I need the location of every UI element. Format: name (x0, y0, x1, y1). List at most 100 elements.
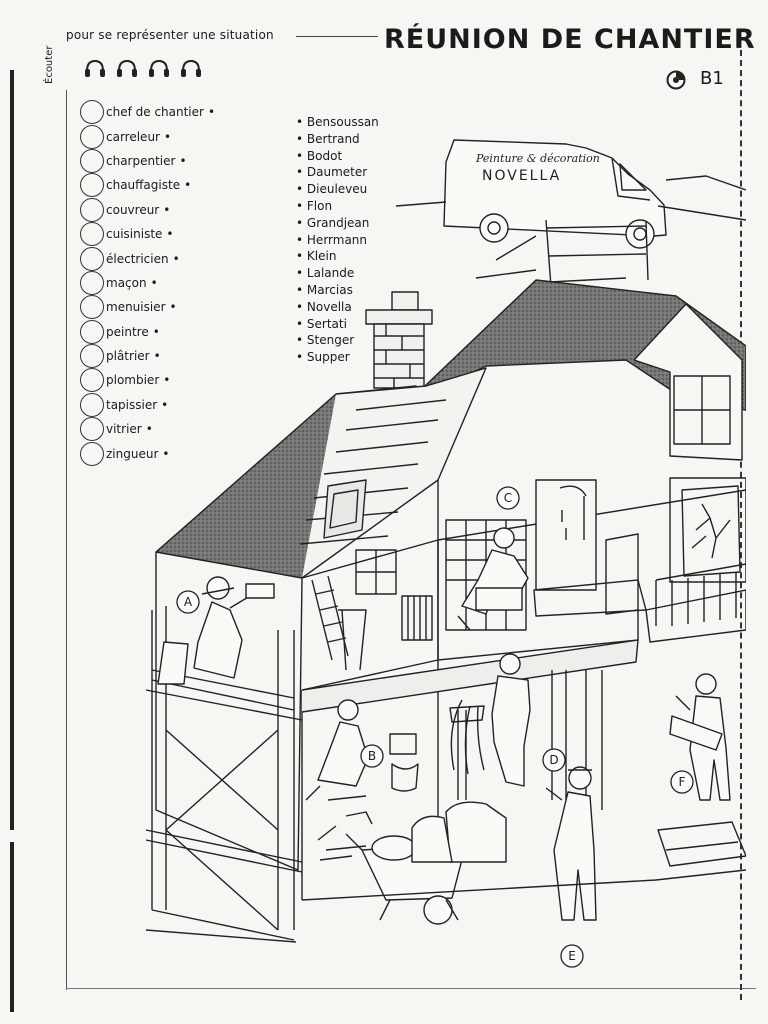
answer-circle[interactable] (80, 222, 104, 247)
match-dot: • (163, 202, 171, 217)
job-label: couvreur (106, 202, 160, 217)
answer-circle[interactable] (80, 319, 104, 344)
answer-circle[interactable] (80, 246, 104, 271)
list-item: zingueur• (80, 441, 215, 466)
answer-circle[interactable] (80, 100, 104, 125)
answer-circle[interactable] (80, 295, 104, 320)
list-item: • Bodot (296, 148, 379, 165)
match-dot: • (150, 275, 158, 290)
rear-roof (403, 279, 746, 411)
balcony-slab (645, 589, 746, 643)
person-name: Bodot (306, 148, 343, 163)
marker-circle-d (542, 748, 566, 772)
match-dot: • (296, 115, 304, 129)
chef-e (545, 766, 597, 921)
match-dot: • (166, 227, 174, 242)
match-dot: • (296, 165, 304, 180)
match-dot: • (296, 316, 304, 331)
radiator (401, 595, 433, 641)
match-dot: • (296, 333, 304, 348)
person-name: Flon (306, 198, 333, 213)
headphone-icon (117, 59, 137, 77)
list-item: chef de chantier• (80, 100, 216, 125)
answer-circle[interactable] (80, 197, 104, 222)
person-name: Novella (306, 299, 352, 314)
path-lines (475, 235, 537, 279)
list-item: tapissier• (80, 392, 215, 417)
answer-circle[interactable] (80, 270, 104, 295)
floor-slab (301, 639, 639, 713)
list-item: • Stenger (296, 332, 379, 349)
list-item: • Herrmann (296, 232, 379, 249)
list-item: • Marcias (296, 282, 379, 299)
list-item: • Bensoussan (296, 114, 379, 131)
cut-line (740, 50, 742, 1000)
answer-circle[interactable] (80, 368, 104, 393)
list-item: plombier• (80, 368, 215, 393)
person-name: Lalande (306, 266, 355, 281)
job-label: vitrier (106, 422, 142, 437)
job-label: plâtrier (106, 349, 150, 364)
match-dot: • (296, 266, 304, 281)
frame-left-rule (66, 90, 67, 990)
list-item: • Grandjean (296, 215, 379, 232)
plumber-c (457, 527, 529, 631)
list-item: maçon• (80, 270, 215, 295)
person-name: Dieuleveu (306, 182, 368, 197)
subtitle-rule (296, 36, 378, 37)
jobs-list: chef de chantier• carreleur• charpentier… (80, 100, 215, 466)
list-item: électricien• (80, 246, 215, 271)
sack (411, 815, 453, 863)
match-dot: • (296, 299, 304, 314)
match-dot: • (296, 215, 304, 230)
match-dot: • (207, 105, 216, 120)
match-dot: • (296, 249, 304, 264)
job-label: peintre (106, 324, 149, 339)
match-dot: • (184, 178, 192, 193)
skylight (323, 479, 367, 539)
answer-circle[interactable] (80, 417, 104, 442)
marker-circle-e (560, 944, 584, 968)
list-item: chauffagiste• (80, 173, 215, 198)
match-dot: • (163, 129, 172, 144)
person-name: Grandjean (306, 215, 370, 230)
match-dot: • (162, 446, 170, 461)
match-dot: • (296, 182, 304, 197)
dormer (633, 303, 743, 461)
list-item: • Sertati (296, 316, 379, 333)
list-item: menuisier• (80, 295, 215, 320)
answer-circle[interactable] (80, 344, 104, 369)
answer-circle[interactable] (80, 173, 104, 198)
list-item: • Flon (296, 198, 379, 215)
answer-circle[interactable] (80, 124, 104, 149)
scaffold (145, 606, 303, 941)
job-label: menuisier (106, 300, 166, 315)
worker-a (157, 576, 275, 685)
list-item: plâtrier• (80, 344, 215, 369)
answer-circle[interactable] (80, 392, 104, 417)
answer-circle[interactable] (80, 441, 104, 466)
van-text-line1: Peinture & décoration (475, 152, 600, 165)
marker-a: A (184, 595, 193, 609)
job-label: électricien (106, 251, 169, 266)
person-name: Sertati (306, 316, 347, 331)
job-label: carreleur (106, 129, 160, 144)
list-item: peintre• (80, 319, 215, 344)
list-item: • Klein (296, 248, 379, 265)
match-dot: • (296, 131, 304, 146)
headphone-icon (181, 59, 201, 77)
background-lines (395, 175, 746, 221)
job-label: charpentier (106, 153, 176, 168)
answer-circle[interactable] (80, 148, 104, 173)
job-label: cuisiniste (106, 227, 163, 242)
plumber-d (449, 653, 531, 787)
person-name: Stenger (306, 333, 355, 348)
person-name: Supper (306, 350, 350, 365)
job-label: tapissier (106, 397, 158, 412)
fence (545, 219, 649, 301)
list-item: • Lalande (296, 265, 379, 282)
match-dot: • (179, 153, 187, 168)
van: Peinture & décoration NOVELLA (443, 139, 667, 249)
person-name: Marcias (306, 282, 353, 297)
